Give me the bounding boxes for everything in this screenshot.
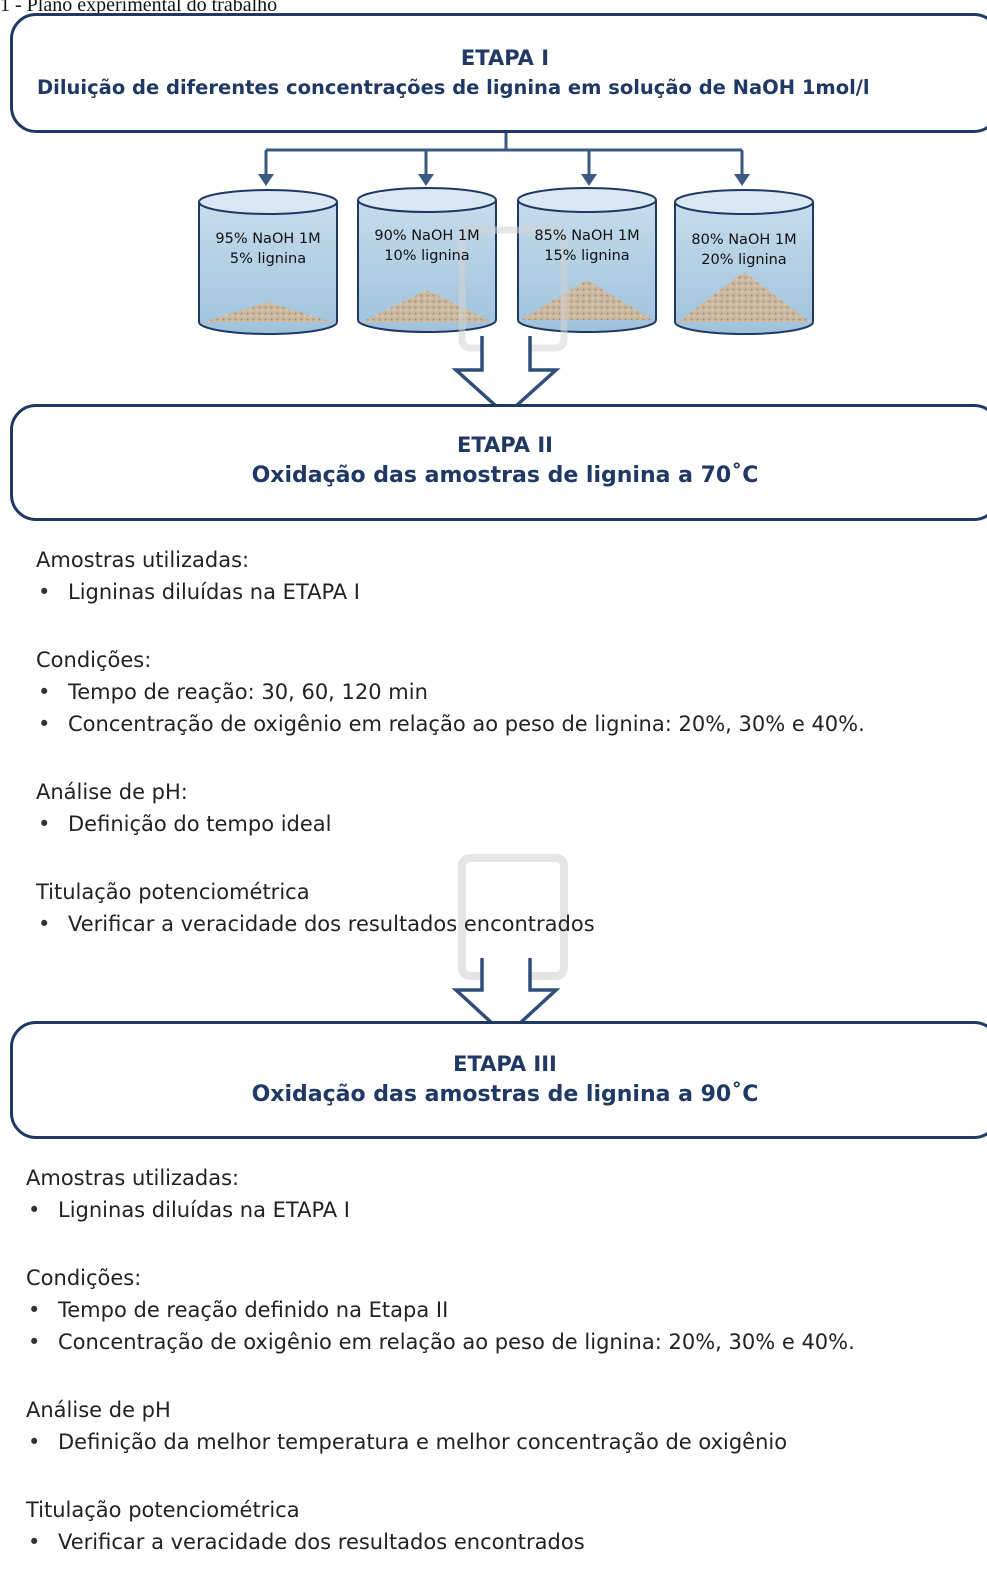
list-item: Tempo de reação: 30, 60, 120 min — [38, 676, 865, 708]
beaker-1-naoh: 95% NaOH 1M — [215, 231, 321, 247]
etapa-3-ph: Análise de pH Definição da melhor temper… — [26, 1394, 855, 1458]
section-heading: Análise de pH — [26, 1398, 171, 1422]
distribution-arrowheads — [258, 174, 750, 186]
beaker-3-naoh: 85% NaOH 1M — [534, 228, 640, 244]
beaker-2-label: 90% NaOH 1M 10% lignina — [359, 226, 495, 266]
section-heading: Amostras utilizadas: — [36, 548, 250, 572]
list-item: Ligninas diluídas na ETAPA I — [28, 1194, 855, 1226]
flow-graphics — [198, 133, 814, 1039]
beaker-1 — [198, 189, 338, 335]
section-heading: Titulação potenciométrica — [36, 880, 310, 904]
list-item: Definição da melhor temperatura e melhor… — [28, 1426, 855, 1458]
etapa-3-details: Amostras utilizadas: Ligninas diluídas n… — [26, 1162, 855, 1594]
section-heading: Condições: — [26, 1266, 142, 1290]
list-item: Tempo de reação definido na Etapa II — [28, 1294, 855, 1326]
beaker-2-lignin: 10% lignina — [384, 248, 470, 264]
beaker-3-label: 85% NaOH 1M 15% lignina — [519, 226, 655, 266]
etapa-3-title: ETAPA III — [453, 1052, 557, 1076]
etapa-1-title: ETAPA I — [460, 46, 550, 70]
etapa-3-subtitle: Oxidação das amostras de lignina a 90˚C — [251, 1082, 759, 1107]
etapa-3-samples: Amostras utilizadas: Ligninas diluídas n… — [26, 1162, 855, 1226]
list-item: Concentração de oxigênio em relação ao p… — [28, 1326, 855, 1358]
section-heading: Titulação potenciométrica — [26, 1498, 300, 1522]
beaker-1-lignin: 5% lignina — [229, 251, 307, 267]
figure-caption: 1 - Plano experimental do trabalho — [0, 0, 278, 16]
etapa-2-titration: Titulação potenciométrica Verificar a ve… — [36, 876, 865, 940]
list-item: Concentração de oxigênio em relação ao p… — [38, 708, 865, 740]
beaker-4 — [674, 189, 814, 335]
list-item: Ligninas diluídas na ETAPA I — [38, 576, 865, 608]
section-heading: Amostras utilizadas: — [26, 1166, 240, 1190]
list-item: Verificar a veracidade dos resultados en… — [38, 908, 865, 940]
section-heading: Condições: — [36, 648, 152, 672]
etapa-3-box: ETAPA III Oxidação das amostras de ligni… — [10, 1021, 987, 1139]
etapa-3-titration: Titulação potenciométrica Verificar a ve… — [26, 1494, 855, 1558]
beaker-4-naoh: 80% NaOH 1M — [691, 232, 797, 248]
etapa-2-samples: Amostras utilizadas: Ligninas diluídas n… — [36, 544, 865, 608]
beaker-3-lignin: 15% lignina — [544, 248, 630, 264]
etapa-1-subtitle: Diluição de diferentes concentrações de … — [37, 76, 870, 99]
etapa-2-box: ETAPA II Oxidação das amostras de lignin… — [10, 404, 987, 521]
etapa-2-conditions: Condições: Tempo de reação: 30, 60, 120 … — [36, 644, 865, 740]
beaker-4-label: 80% NaOH 1M 20% lignina — [676, 230, 812, 270]
beaker-4-lignin: 20% lignina — [701, 252, 787, 268]
etapa-2-subtitle: Oxidação das amostras de lignina a 70˚C — [251, 463, 759, 488]
etapa-2-details: Amostras utilizadas: Ligninas diluídas n… — [36, 544, 865, 976]
etapa-1-box: ETAPA I Diluição de diferentes concentra… — [10, 13, 987, 133]
list-item: Verificar a veracidade dos resultados en… — [28, 1526, 855, 1558]
beaker-2-naoh: 90% NaOH 1M — [374, 228, 480, 244]
list-item: Definição do tempo ideal — [38, 808, 865, 840]
beaker-1-label: 95% NaOH 1M 5% lignina — [200, 229, 336, 269]
section-heading: Análise de pH: — [36, 780, 188, 804]
etapa-2-ph: Análise de pH: Definição do tempo ideal — [36, 776, 865, 840]
distribution-connector — [264, 133, 744, 178]
etapa-2-title: ETAPA II — [457, 433, 553, 457]
etapa-3-conditions: Condições: Tempo de reação definido na E… — [26, 1262, 855, 1358]
